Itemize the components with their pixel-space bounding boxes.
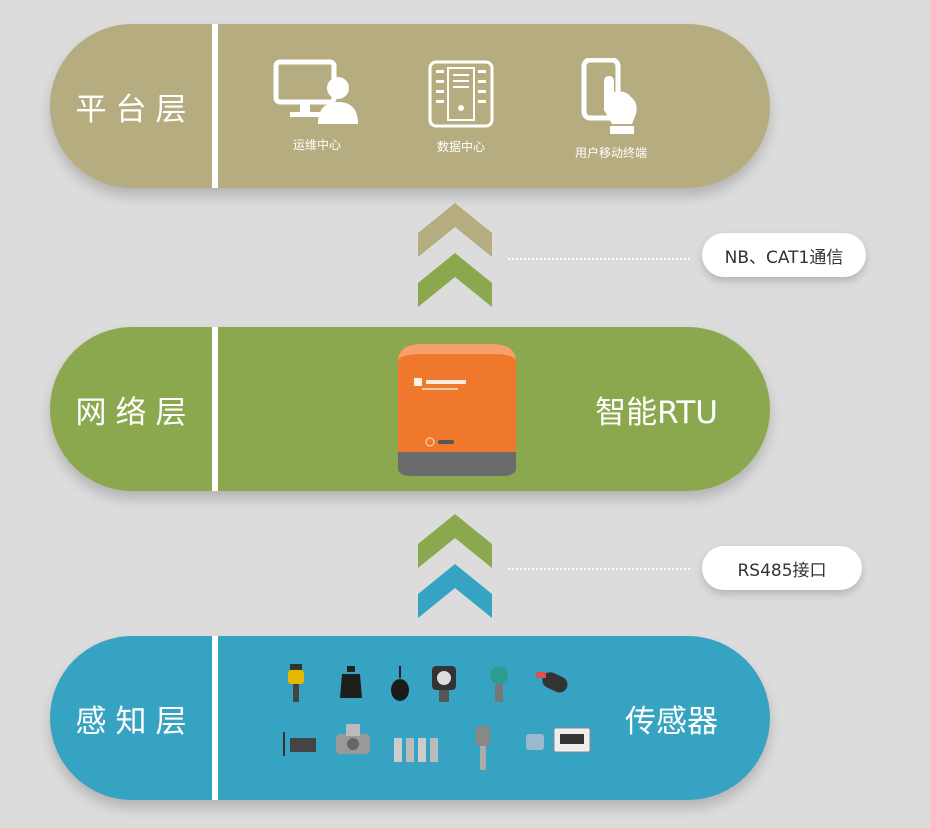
rtu-device-image bbox=[392, 340, 522, 484]
valve-sensor-image bbox=[336, 724, 370, 754]
data-center-label: 数据中心 bbox=[436, 140, 485, 154]
upper-dotted-line bbox=[508, 258, 690, 260]
platform-layer-name: 平台层 bbox=[75, 91, 196, 128]
rtu-label: 智能RTU bbox=[595, 394, 718, 431]
upper-arrows bbox=[418, 203, 492, 313]
sensing-layer: 感知层 传感器 bbox=[50, 636, 770, 800]
level-sensor-image bbox=[288, 664, 304, 702]
display-meter-image bbox=[553, 727, 591, 753]
rs485-pill: RS485接口 bbox=[702, 546, 862, 590]
network-divider bbox=[212, 327, 218, 491]
sensor-label: 传感器 bbox=[625, 703, 718, 740]
rs485-label: RS485接口 bbox=[737, 560, 827, 581]
connector-sensor-image bbox=[526, 734, 544, 750]
data-center-item: 数据中心 bbox=[396, 58, 526, 168]
nb-cat1-pill: NB、CAT1通信 bbox=[702, 233, 866, 277]
ops-center-item: 运维中心 bbox=[252, 58, 382, 168]
sensing-layer-name: 感知层 bbox=[75, 703, 196, 740]
monitor-user-icon bbox=[273, 59, 358, 124]
mobile-terminal-label: 用户移动终端 bbox=[574, 146, 647, 160]
lower-dotted-line bbox=[508, 568, 690, 570]
chevron-up-icon bbox=[418, 203, 492, 307]
platform-layer: 平台层 运维中心 数据中心 bbox=[50, 24, 770, 188]
nb-cat1-label: NB、CAT1通信 bbox=[724, 247, 844, 268]
platform-divider bbox=[212, 24, 218, 188]
network-layer-name: 网络层 bbox=[75, 394, 196, 431]
sensing-divider bbox=[212, 636, 218, 800]
ultrasonic-sensor-image bbox=[340, 666, 362, 698]
pressure-transmitter-image bbox=[476, 726, 490, 770]
server-rack-icon bbox=[428, 60, 494, 128]
radar-sensor-image bbox=[432, 666, 456, 702]
mobile-terminal-item: 用户移动终端 bbox=[546, 58, 676, 168]
probe-sensor-image bbox=[391, 666, 409, 701]
multi-probe-image bbox=[394, 738, 438, 762]
flow-sensor-image bbox=[536, 672, 568, 693]
lower-arrows bbox=[418, 514, 492, 624]
chevron-up-icon bbox=[418, 514, 492, 618]
ops-center-label: 运维中心 bbox=[292, 138, 341, 152]
pressure-gauge-image bbox=[490, 666, 508, 702]
mobile-hand-icon bbox=[581, 58, 637, 134]
transmitter-box-image bbox=[283, 732, 316, 756]
